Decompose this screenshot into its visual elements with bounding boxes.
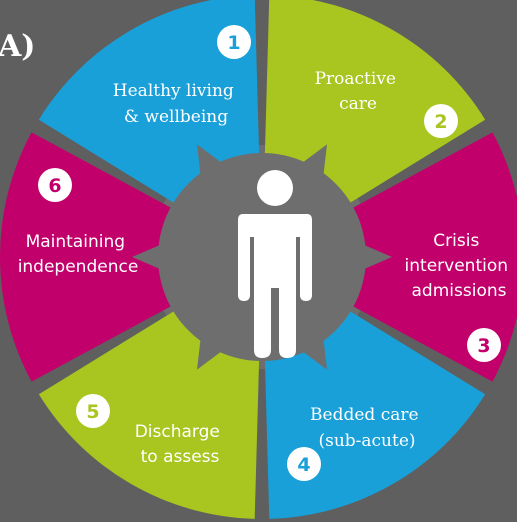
gear-notch-5 <box>197 338 223 370</box>
segment-3-line-2: intervention <box>405 256 508 276</box>
segment-1-label: Healthy living & wellbeing <box>113 81 239 127</box>
segment-5-line-2: to assess <box>141 447 220 467</box>
gear-notch-2 <box>301 144 327 176</box>
segment-3-line-1: Crisis <box>433 231 479 251</box>
segment-3-number: 3 <box>477 335 490 357</box>
segment-6-line-1: Maintaining <box>26 232 125 252</box>
segment-6-label: Maintaining independence <box>18 232 139 277</box>
segment-2-line-2: care <box>339 94 377 114</box>
segment-2: Proactive care 2 <box>315 69 458 138</box>
segment-2-line-1: Proactive <box>315 69 396 89</box>
segment-2-number: 2 <box>434 111 447 133</box>
segment-6: Maintaining independence 6 <box>18 168 139 277</box>
segment-2-label: Proactive care <box>315 69 402 114</box>
gear-notch-3 <box>363 244 392 270</box>
segment-5-badge <box>76 394 110 428</box>
segment-5: Discharge to assess 5 <box>76 394 226 467</box>
gear-notch-4 <box>301 338 327 370</box>
segment-3-line-3: admissions <box>412 281 507 301</box>
segment-1-line-2: & wellbeing <box>124 107 228 127</box>
segment-1-number: 1 <box>227 32 240 54</box>
gear-notch-1 <box>197 144 223 176</box>
segment-3: Crisis intervention admissions 3 <box>405 231 514 362</box>
segment-6-line-2: independence <box>18 257 139 277</box>
segment-4-line-2: (sub-acute) <box>318 431 415 451</box>
segment-1-line-1: Healthy living <box>113 81 234 101</box>
gear-notches <box>132 144 392 370</box>
segment-4-line-1: Bedded care <box>310 405 419 425</box>
segment-6-badge <box>38 168 72 202</box>
segment-4-badge <box>287 447 321 481</box>
gear-notch-6 <box>132 244 161 270</box>
segment-1: Healthy living & wellbeing 1 <box>113 25 251 127</box>
segment-5-number: 5 <box>86 401 99 423</box>
segment-4-label: Bedded care (sub-acute) <box>310 405 424 451</box>
segment-3-badge <box>467 328 501 362</box>
segment-5-label: Discharge to assess <box>135 422 226 467</box>
corner-label: A) <box>0 29 35 64</box>
segment-3-label: Crisis intervention admissions <box>405 231 514 301</box>
segment-1-badge <box>217 25 251 59</box>
segment-3-sector <box>353 132 517 382</box>
person-icon <box>238 170 312 358</box>
segment-2-badge <box>424 104 458 138</box>
segment-4-number: 4 <box>297 454 310 476</box>
segment-5-line-1: Discharge <box>135 422 220 442</box>
segment-4: Bedded care (sub-acute) 4 <box>287 405 424 481</box>
segment-6-number: 6 <box>48 175 61 197</box>
